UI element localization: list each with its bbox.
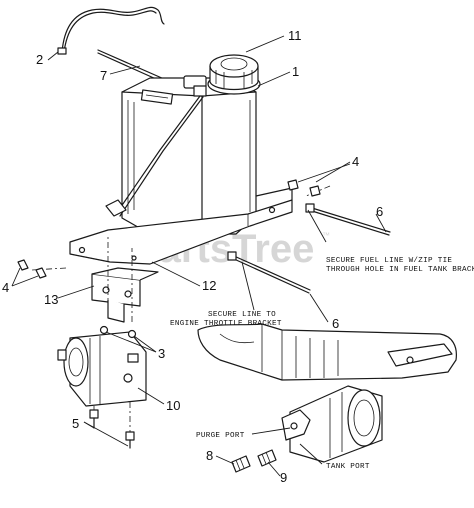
callout-6-upper: 6 xyxy=(376,204,383,219)
vent-hose xyxy=(57,6,165,55)
note-throttle-line2: ENGINE THROTTLE BRACKET xyxy=(170,320,282,328)
callout-10: 10 xyxy=(166,398,180,413)
watermark-trademark: ™ xyxy=(322,231,330,240)
assembly-notes: SECURE FUEL LINE W/ZIP TIE THROUGH HOLE … xyxy=(170,257,474,471)
fuel-cap xyxy=(207,54,261,95)
note-throttle-line1: SECURE LINE TO xyxy=(208,311,276,319)
purge-valve xyxy=(281,385,383,463)
engine-partial xyxy=(197,323,457,381)
note-zip-tie-line1: SECURE FUEL LINE W/ZIP TIE xyxy=(326,257,452,265)
note-zip-tie-line2: THROUGH HOLE IN FUEL TANK BRACKET xyxy=(326,266,474,274)
fuel-tank xyxy=(105,75,257,235)
callout-5: 5 xyxy=(72,416,79,431)
callout-13: 13 xyxy=(44,292,58,307)
callout-4-right: 4 xyxy=(352,154,359,169)
canister-bracket xyxy=(91,267,159,323)
callout-4-left: 4 xyxy=(2,280,9,295)
fuel-tank-bracket xyxy=(69,187,293,265)
callout-8: 8 xyxy=(206,448,213,463)
hose-fitting-8 xyxy=(231,455,251,473)
bolts-right xyxy=(287,179,321,197)
callout-11: 11 xyxy=(288,28,302,43)
callout-6-lower: 6 xyxy=(332,316,339,331)
hose-fitting-9 xyxy=(257,449,277,467)
note-purge-port: PURGE PORT xyxy=(196,432,245,440)
canister-screws xyxy=(89,409,135,449)
note-tank-port: TANK PORT xyxy=(326,463,370,471)
leader-lines xyxy=(11,35,387,477)
push-nuts xyxy=(99,325,137,339)
callout-2: 2 xyxy=(36,52,43,67)
callout-12: 12 xyxy=(202,278,216,293)
callout-1: 1 xyxy=(292,64,299,79)
bolts-left xyxy=(17,259,47,279)
callouts: 2 7 11 1 4 6 4 13 12 3 10 5 6 8 9 xyxy=(2,28,383,485)
zip-tie-upper xyxy=(305,203,391,236)
callout-3: 3 xyxy=(158,346,165,361)
callout-7: 7 xyxy=(100,68,107,83)
zip-tie-lower xyxy=(227,251,311,294)
callout-9: 9 xyxy=(280,470,287,485)
charcoal-canister xyxy=(57,331,147,407)
